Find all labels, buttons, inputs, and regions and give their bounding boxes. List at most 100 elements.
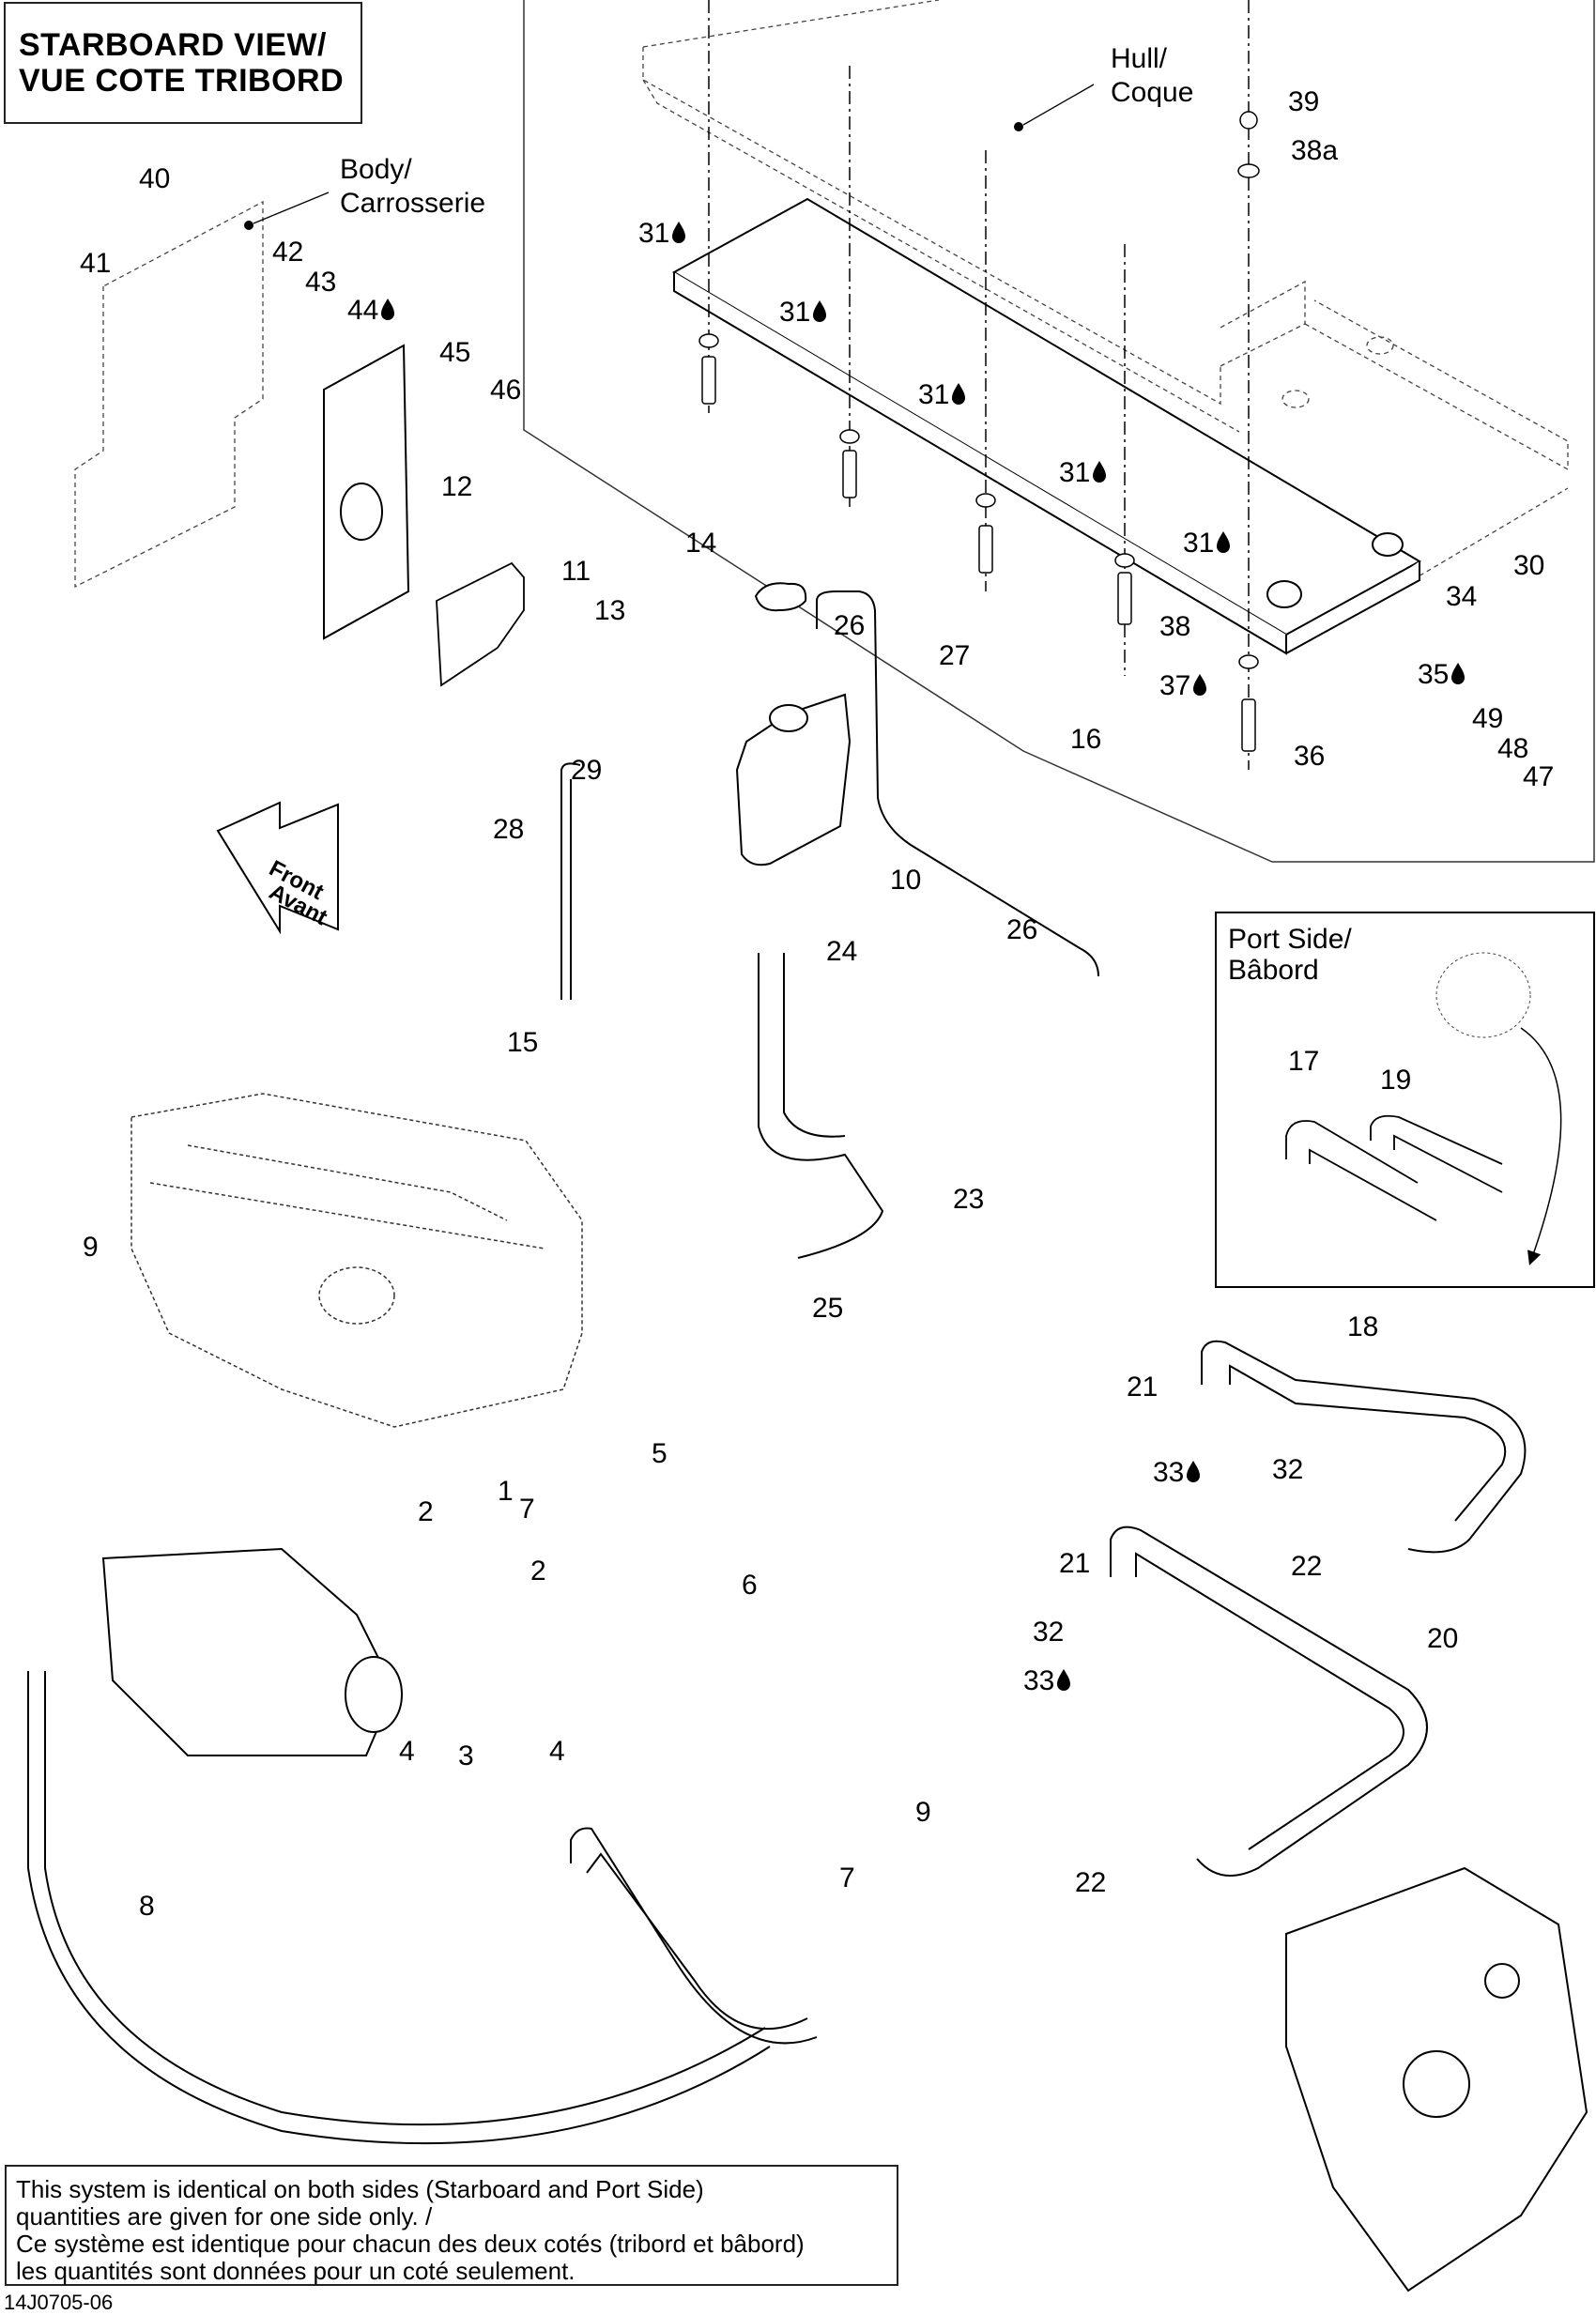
part-number-label: 22 (1075, 1867, 1106, 1898)
callout-26a[interactable]: 26 (834, 610, 865, 641)
callout-2b[interactable]: 2 (530, 1556, 546, 1587)
callout-5[interactable]: 5 (652, 1438, 668, 1469)
callout-9a[interactable]: 9 (83, 1232, 99, 1263)
callout-3[interactable]: 3 (458, 1740, 474, 1771)
callout-17[interactable]: 17 (1288, 1046, 1319, 1077)
callout-18[interactable]: 18 (1347, 1311, 1378, 1342)
part-number-label: 31 (779, 297, 810, 328)
callout-23[interactable]: 23 (953, 1184, 984, 1215)
part-number-label: 13 (594, 595, 625, 626)
callout-1[interactable]: 1 (498, 1476, 514, 1507)
callout-32b[interactable]: 32 (1033, 1617, 1064, 1648)
callout-33a[interactable]: 33 (1153, 1457, 1200, 1488)
callout-6[interactable]: 6 (742, 1570, 758, 1601)
callout-45[interactable]: 45 (439, 337, 470, 368)
part-number-label: 12 (441, 471, 472, 502)
callout-12[interactable]: 12 (441, 471, 472, 502)
hull-reference-label-fr: Coque (1111, 77, 1193, 108)
note-box: This system is identical on both sides (… (5, 2165, 898, 2286)
callout-37[interactable]: 37 (1159, 670, 1206, 701)
part-number-label: 21 (1127, 1372, 1158, 1403)
part-number-label: 30 (1513, 550, 1544, 581)
hose-23 (758, 953, 884, 1259)
part-number-label: 44 (347, 295, 378, 326)
body-reference-label-fr: Carrosserie (340, 188, 485, 219)
callout-46[interactable]: 46 (490, 375, 521, 406)
callout-31d[interactable]: 31 (1059, 457, 1106, 488)
callout-31b[interactable]: 31 (779, 297, 826, 328)
callout-22b[interactable]: 22 (1075, 1867, 1106, 1898)
callout-33b[interactable]: 33 (1023, 1665, 1070, 1696)
body-reference-leader (253, 192, 330, 224)
callout-19[interactable]: 19 (1380, 1065, 1411, 1096)
body-panel (74, 200, 264, 589)
callout-25[interactable]: 25 (812, 1293, 843, 1324)
callout-47[interactable]: 47 (1523, 761, 1554, 792)
callout-38[interactable]: 38 (1159, 611, 1190, 642)
callout-2a[interactable]: 2 (418, 1496, 434, 1527)
hose-28 (560, 762, 581, 1000)
part-number-label: 3 (458, 1740, 474, 1771)
part-number-label: 33 (1023, 1665, 1054, 1696)
callout-48[interactable]: 48 (1497, 733, 1528, 764)
callout-21a[interactable]: 21 (1127, 1372, 1158, 1403)
part-number-label: 38a (1291, 135, 1338, 166)
callout-27[interactable]: 27 (939, 640, 970, 671)
callout-20[interactable]: 20 (1427, 1623, 1458, 1654)
callout-7b[interactable]: 7 (839, 1863, 855, 1893)
intercooler (101, 1547, 403, 1756)
part-number-label: 32 (1033, 1617, 1064, 1648)
callout-4b[interactable]: 4 (549, 1736, 565, 1767)
part-number-label: 7 (839, 1863, 855, 1893)
hose-20 (1110, 1525, 1428, 1877)
screws-31 (698, 0, 1260, 770)
callout-16[interactable]: 16 (1070, 724, 1101, 755)
callout-13[interactable]: 13 (594, 595, 625, 626)
callout-9b[interactable]: 9 (915, 1797, 931, 1828)
sealant-drop-icon (1187, 1461, 1200, 1482)
part-number-label: 37 (1159, 670, 1190, 701)
callout-15[interactable]: 15 (507, 1027, 538, 1058)
callout-40[interactable]: 40 (139, 163, 170, 194)
callout-41[interactable]: 41 (80, 248, 111, 279)
callout-28[interactable]: 28 (493, 814, 524, 845)
callout-32a[interactable]: 32 (1272, 1454, 1303, 1485)
callout-34[interactable]: 34 (1446, 581, 1477, 612)
callout-36[interactable]: 36 (1294, 741, 1325, 772)
callout-43[interactable]: 43 (305, 267, 336, 298)
callout-49[interactable]: 49 (1472, 703, 1503, 734)
callout-44[interactable]: 44 (347, 295, 394, 326)
callout-26b[interactable]: 26 (1006, 914, 1037, 945)
part-number-label: 31 (1183, 528, 1214, 559)
view-title-en: STARBOARD VIEW/ (19, 27, 327, 63)
callout-8[interactable]: 8 (139, 1891, 155, 1922)
view-title-fr: VUE COTE TRIBORD (19, 63, 345, 99)
callout-39[interactable]: 39 (1288, 86, 1319, 117)
callout-10[interactable]: 10 (890, 865, 921, 896)
callout-14[interactable]: 14 (685, 528, 716, 559)
part-number-label: 10 (890, 865, 921, 896)
callout-21b[interactable]: 21 (1059, 1548, 1090, 1579)
callout-11[interactable]: 11 (561, 556, 591, 587)
callout-7a[interactable]: 7 (519, 1494, 535, 1525)
sealant-drop-icon (381, 299, 394, 320)
callout-4a[interactable]: 4 (399, 1736, 415, 1767)
callout-42[interactable]: 42 (272, 237, 303, 268)
bracket-11 (436, 561, 525, 687)
coolant-tank-10 (735, 582, 852, 866)
part-number-label: 27 (939, 640, 970, 671)
callout-38a[interactable]: 38a (1291, 135, 1338, 166)
callout-35[interactable]: 35 (1418, 659, 1465, 690)
note-line: les quantités sont données pour un coté … (16, 2257, 575, 2285)
callout-24[interactable]: 24 (826, 936, 857, 967)
callout-29[interactable]: 29 (571, 755, 602, 786)
callout-22a[interactable]: 22 (1291, 1551, 1322, 1582)
part-number-label: 17 (1288, 1046, 1319, 1077)
part-number-label: 31 (918, 379, 949, 410)
callout-31a[interactable]: 31 (638, 218, 685, 249)
callout-31e[interactable]: 31 (1183, 528, 1230, 559)
callout-31c[interactable]: 31 (918, 379, 965, 410)
callout-30[interactable]: 30 (1513, 550, 1544, 581)
